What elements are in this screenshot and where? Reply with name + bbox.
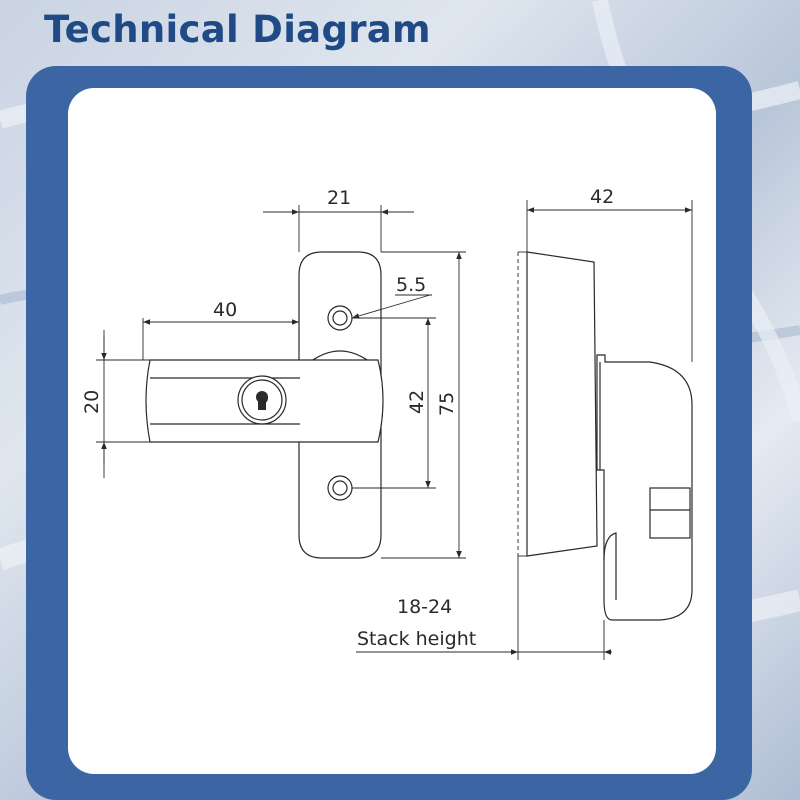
dim-depth: 42 (590, 186, 614, 208)
stack-range: 18-24 (397, 596, 452, 618)
dim-total-height: 75 (436, 392, 458, 416)
page-title: Technical Diagram (44, 8, 431, 51)
side-view-handle (596, 354, 693, 621)
technical-drawing: 21 5.5 40 20 42 75 42 18-24 Stack height (81, 186, 693, 660)
dim-width-top: 21 (327, 187, 351, 209)
dim-arm-length: 40 (213, 299, 237, 321)
stack-label: Stack height (357, 628, 476, 650)
dim-hole: 5.5 (396, 274, 426, 296)
dim-hole-spacing: 42 (406, 390, 428, 414)
dim-arm-height: 20 (81, 390, 103, 414)
diagram-card: 21 5.5 40 20 42 75 42 18-24 Stack height (68, 88, 716, 774)
side-view-body (526, 251, 598, 557)
